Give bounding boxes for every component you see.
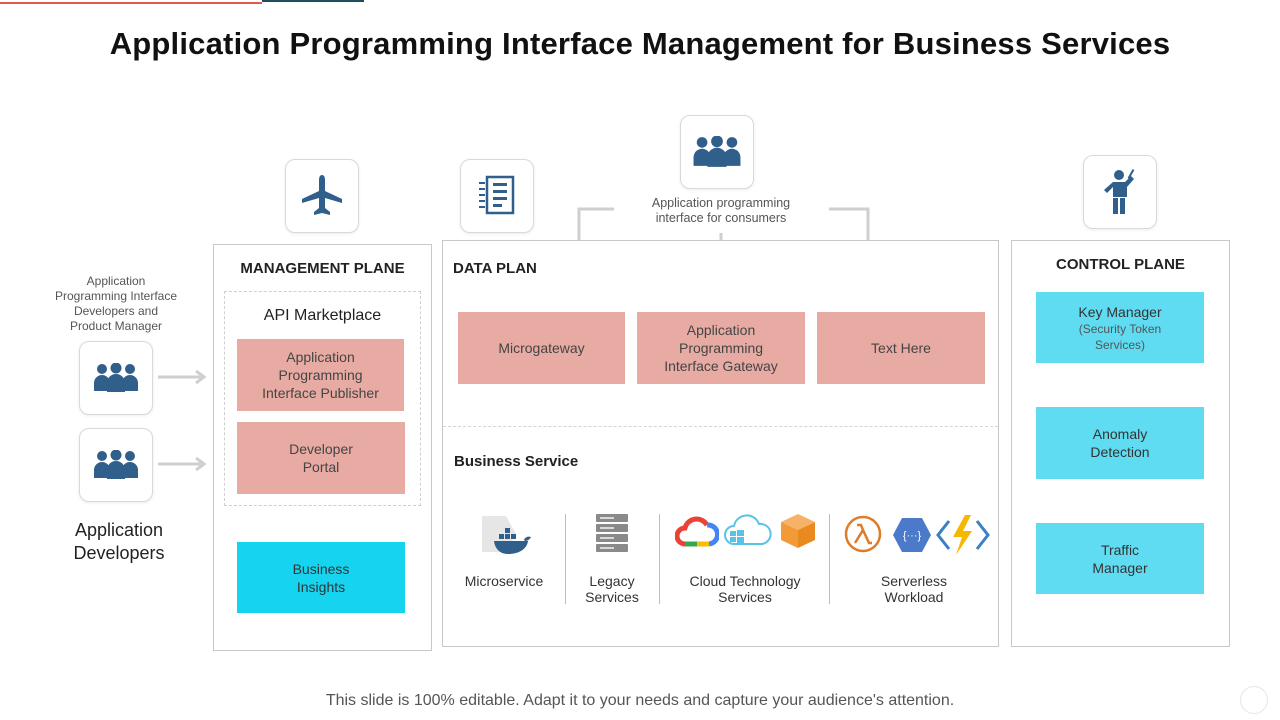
service-divider: [659, 514, 660, 604]
service-divider: [565, 514, 566, 604]
control-plane-icon-box: [1083, 155, 1157, 229]
data-plan-divider: [443, 426, 998, 427]
aws-box-icon: [781, 514, 815, 548]
airplane-icon: [302, 175, 342, 215]
control-plane-title: CONTROL PLANE: [1056, 256, 1185, 273]
google-cloud-icon: [675, 516, 719, 547]
developer-portal-box: Developer Portal: [237, 422, 405, 494]
key-manager-label: Key Manager: [1078, 303, 1162, 320]
person-icon: [1104, 169, 1135, 214]
anomaly-detection-box: Anomaly Detection: [1036, 407, 1204, 479]
developer-portal-label: Developer Portal: [289, 441, 353, 475]
top-accent-red: [0, 2, 262, 4]
api-gateway-box: Application Programming Interface Gatewa…: [637, 312, 805, 384]
management-plane-title: MANAGEMENT PLANE: [240, 260, 405, 277]
legacy-services-label: Legacy Services: [585, 573, 639, 605]
microservice-label: Microservice: [464, 573, 544, 589]
management-icon-box: [285, 159, 359, 233]
data-plan-title: DATA PLAN: [453, 260, 537, 277]
developers-label: Application Developers: [73, 520, 165, 563]
top-accent-dark: [262, 0, 364, 2]
business-insights-box: Business Insights: [237, 542, 405, 613]
microgateway-label: Microgateway: [498, 340, 585, 356]
lambda-icon: [844, 515, 882, 553]
key-manager-sublabel: (Security Token Services): [1078, 321, 1162, 352]
consumers-icon-box: [680, 115, 754, 189]
consumers-caption: Application programming interface for co…: [651, 196, 791, 225]
api-marketplace-label: API Marketplace: [263, 307, 382, 324]
api-hexagon-icon: {···}: [893, 518, 931, 552]
page-title: Application Programming Interface Manage…: [109, 26, 1171, 61]
anomaly-detection-label: Anomaly Detection: [1090, 426, 1150, 460]
data-plan-panel: [442, 240, 999, 647]
microgateway-box: Microgateway: [458, 312, 625, 384]
azure-cloud-icon: [724, 514, 772, 545]
business-service-title: Business Service: [454, 453, 579, 470]
developers-icon-box-1: [79, 341, 153, 415]
server-icon: [596, 514, 628, 552]
azure-functions-icon: [936, 515, 990, 555]
text-here-box: Text Here: [817, 312, 985, 384]
developers-icon-box-2: [79, 428, 153, 502]
slide-nav-circle[interactable]: [1240, 686, 1268, 714]
svg-text:{···}: {···}: [903, 530, 922, 542]
document-icon: [479, 175, 515, 215]
cloud-services-label: Cloud Technology Services: [689, 573, 801, 605]
traffic-manager-label: Traffic Manager: [1092, 541, 1148, 576]
key-manager-box: Key Manager (Security Token Services): [1036, 292, 1204, 363]
service-divider: [829, 514, 830, 604]
data-plan-icon-box: [460, 159, 534, 233]
footer-note: This slide is 100% editable. Adapt it to…: [325, 692, 955, 709]
serverless-label: Serverless Workload: [880, 573, 948, 605]
text-here-label: Text Here: [871, 340, 931, 356]
api-marketplace-group: [224, 291, 421, 506]
users-icon: [94, 450, 138, 479]
users-icon: [693, 136, 741, 167]
api-gateway-label: Application Programming Interface Gatewa…: [664, 322, 778, 374]
developers-caption: Application Programming Interface Develo…: [54, 274, 178, 333]
business-insights-label: Business Insights: [292, 560, 350, 595]
traffic-manager-box: Traffic Manager: [1036, 523, 1204, 594]
publisher-box: Application Programming Interface Publis…: [237, 339, 404, 411]
docker-icon: [482, 516, 531, 554]
publisher-label: Application Programming Interface Publis…: [262, 349, 379, 401]
users-icon: [94, 363, 138, 392]
